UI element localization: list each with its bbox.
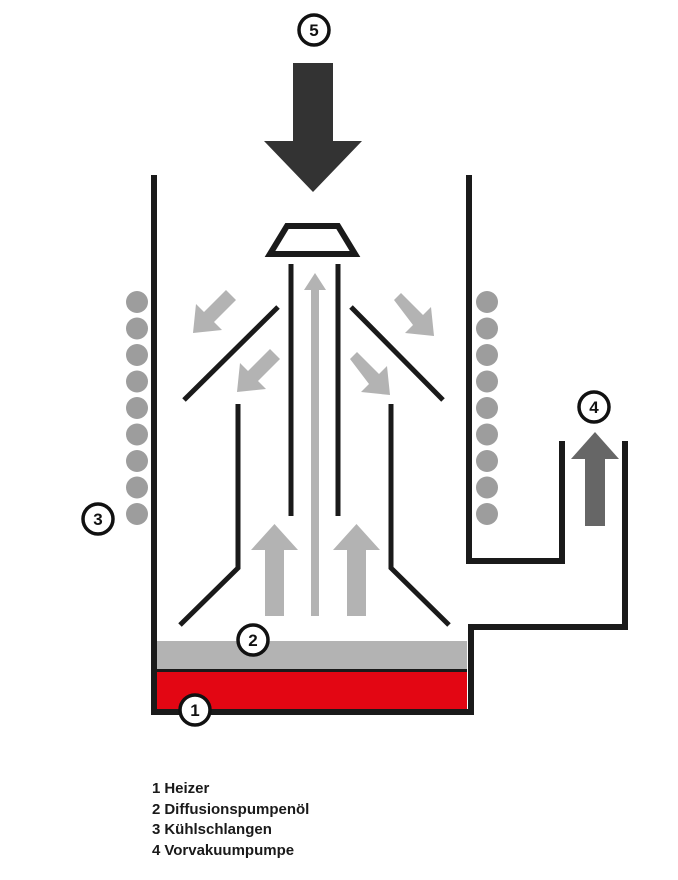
cooling-coil-right-7 xyxy=(476,450,498,472)
jet-cap xyxy=(264,223,361,257)
cooling-coil-left-1 xyxy=(126,291,148,313)
legend-label: Vorvakuumpumpe xyxy=(164,841,295,859)
badge-2-number: 2 xyxy=(248,631,257,650)
cooling-coil-left-5 xyxy=(126,397,148,419)
vapor-arrow-right-up xyxy=(333,524,380,616)
vapor-arrow-lower-left xyxy=(237,349,280,392)
badge-3-number: 3 xyxy=(93,510,102,529)
vapor-arrow-left-up xyxy=(251,524,298,616)
legend-number: 2 xyxy=(152,800,161,818)
badge-1: 1 xyxy=(178,693,212,727)
vapor-arrow-upper-right xyxy=(394,293,434,336)
cooling-coil-right-5 xyxy=(476,397,498,419)
cooling-coil-left-7 xyxy=(126,450,148,472)
badge-4-number: 4 xyxy=(589,398,599,417)
badge-2: 2 xyxy=(236,623,270,657)
vapor-arrow-lower-right xyxy=(350,352,390,395)
jet-assembly xyxy=(178,223,451,627)
vapor-flow-arrows xyxy=(193,273,434,616)
legend-label: Diffusionspumpenöl xyxy=(164,800,310,818)
cooling-coil-right-4 xyxy=(476,370,498,393)
badge-4: 4 xyxy=(577,390,611,424)
cooling-coil-right-6 xyxy=(476,423,498,446)
legend-label: Kühlschlangen xyxy=(164,821,272,838)
badge-5-number: 5 xyxy=(309,21,318,40)
cooling-coil-left-9 xyxy=(126,503,148,525)
cooling-coil-right-1 xyxy=(476,291,498,313)
pump-housing xyxy=(151,175,628,715)
cooling-coils-right xyxy=(476,291,498,525)
pump-oil xyxy=(157,641,467,669)
cooling-coil-right-9 xyxy=(476,503,498,525)
intake-arrow xyxy=(264,63,362,192)
upper-deflector-right xyxy=(349,305,445,402)
cooling-coil-right-2 xyxy=(476,317,498,340)
cooling-coil-left-4 xyxy=(126,370,148,393)
cooling-coil-right-3 xyxy=(476,344,498,366)
badge-1-number: 1 xyxy=(190,701,199,720)
vapor-arrow-center-up xyxy=(304,273,326,616)
cooling-coils-left xyxy=(126,291,148,525)
cooling-coil-right-8 xyxy=(476,476,498,499)
housing-right-wall xyxy=(466,175,565,564)
vapor-arrow-upper-left xyxy=(193,290,236,333)
legend-number: 4 xyxy=(152,841,161,859)
cooling-coil-left-3 xyxy=(126,344,148,366)
legend-number: 3 xyxy=(152,821,161,838)
badge-3: 3 xyxy=(81,502,115,536)
cooling-coil-left-2 xyxy=(126,317,148,340)
lower-stage-left xyxy=(178,404,241,627)
lower-stage-right xyxy=(388,404,451,627)
upper-deflector-left xyxy=(182,305,280,402)
cooling-coil-left-6 xyxy=(126,423,148,446)
forevacuum-outlet-pipe xyxy=(468,441,628,630)
legend-label: Heizer xyxy=(164,780,210,797)
badge-5: 5 xyxy=(297,13,331,47)
housing-left-wall xyxy=(151,175,474,715)
forevacuum-arrow xyxy=(571,432,619,526)
legend-number: 1 xyxy=(152,780,161,797)
cooling-coil-left-8 xyxy=(126,476,148,499)
